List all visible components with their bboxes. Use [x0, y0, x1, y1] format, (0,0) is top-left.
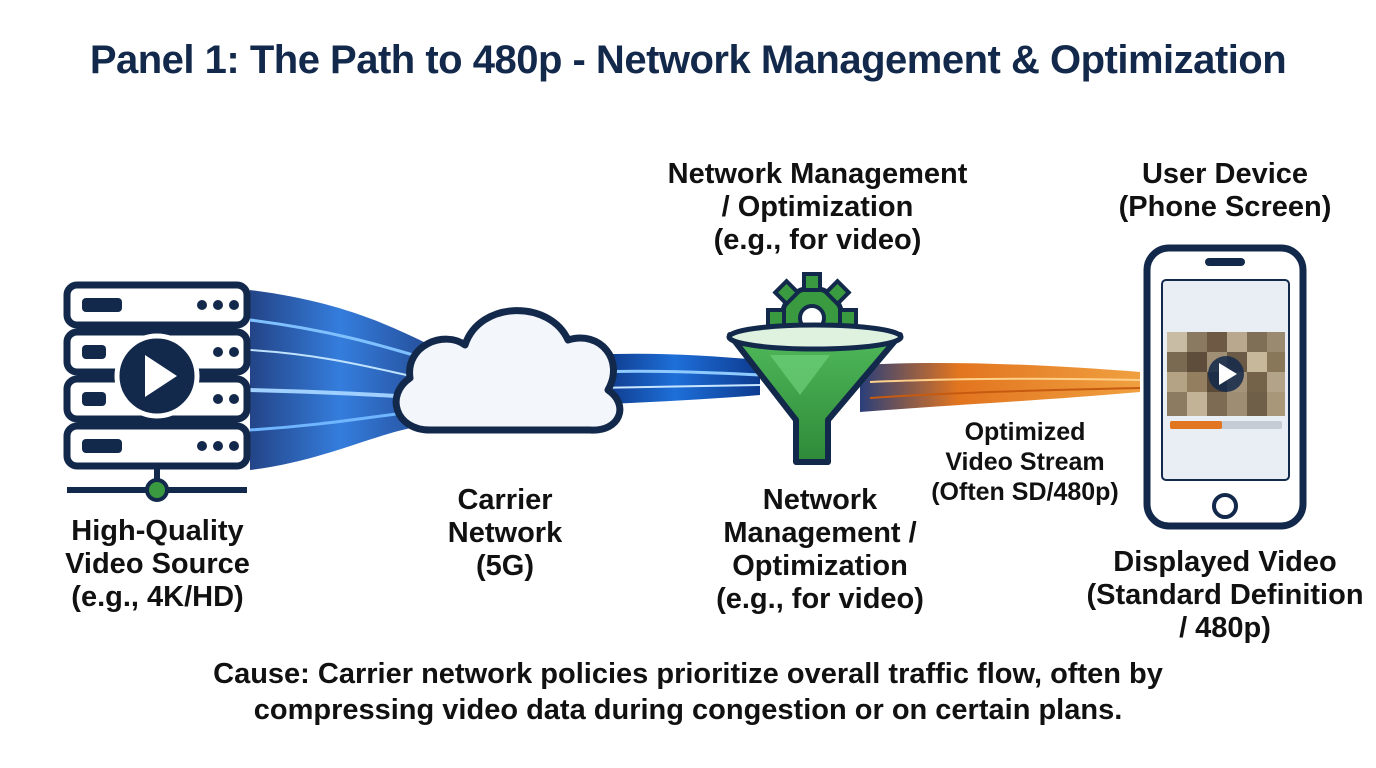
gear-funnel-icon	[726, 272, 904, 465]
device-bottom-label: Displayed Video (Standard Definition / 4…	[1086, 546, 1364, 644]
play-icon	[114, 333, 200, 419]
orange-stream	[860, 362, 1141, 412]
panel-title: Panel 1: The Path to 480p - Network Mana…	[89, 38, 1287, 82]
pixelated-video-thumbnail	[1167, 332, 1285, 429]
server-video-icon	[63, 281, 251, 502]
carrier-network-label: Carrier Network (5G)	[447, 484, 563, 582]
smartphone-icon	[1143, 244, 1307, 530]
optimizer-top-label: Network Management / Optimization (e.g.,…	[667, 158, 968, 256]
optimizer-bottom-label: Network Management / Optimization (e.g.,…	[716, 484, 924, 615]
video-source-label: High-Quality Video Source (e.g., 4K/HD)	[65, 515, 250, 613]
blue-stream-narrow	[589, 353, 761, 405]
cause-caption: Cause: Carrier network policies prioriti…	[213, 658, 1163, 726]
device-top-label: User Device (Phone Screen)	[1118, 158, 1332, 223]
cloud-icon	[392, 307, 624, 434]
stream-label: Optimized Video Stream (Often SD/480p)	[931, 418, 1119, 506]
